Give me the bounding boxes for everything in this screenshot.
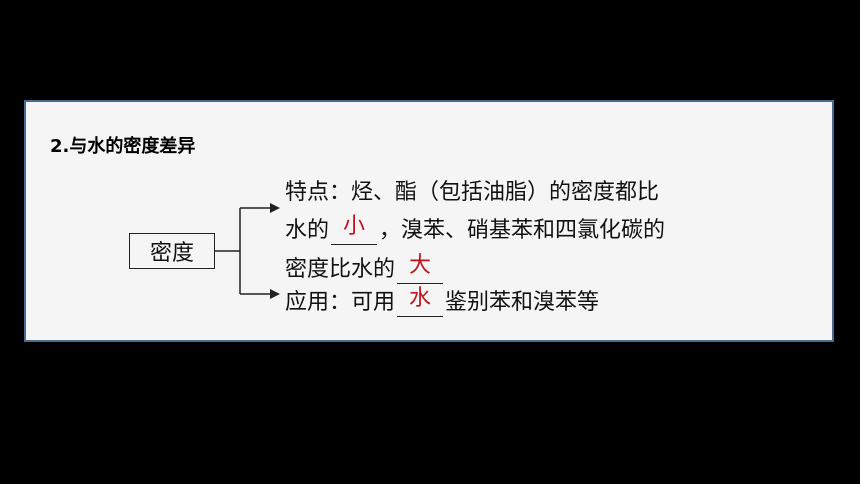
- feature-line-3: 密度比水的大: [285, 253, 445, 285]
- content-panel: 2.与水的密度差异 密度 特点：烃、酯（包括油脂）的密度都比 水的小 ，溴苯、硝基…: [24, 100, 834, 342]
- feature-line-2-suffix: ，溴苯、硝基苯和四氯化碳的: [379, 218, 666, 243]
- arrow-bottom-icon: [270, 289, 280, 299]
- density-box: 密度: [129, 233, 215, 269]
- answer-small: 小: [343, 214, 366, 239]
- section-heading: 2.与水的密度差异: [50, 136, 196, 157]
- answer-blank-small: 小: [331, 214, 378, 245]
- answer-large: 大: [409, 253, 432, 278]
- feature-line-2: 水的小 ，溴苯、硝基苯和四氯化碳的: [285, 214, 666, 246]
- application-suffix: 鉴别苯和溴苯等: [445, 290, 600, 315]
- answer-water: 水: [409, 286, 432, 311]
- arrow-top-icon: [270, 203, 280, 213]
- feature-line-2-prefix: 水的: [285, 218, 330, 243]
- application-line: 应用：可用水鉴别苯和溴苯等: [285, 286, 600, 318]
- application-prefix: 应用：可用: [285, 290, 396, 315]
- feature-line-3-prefix: 密度比水的: [285, 257, 396, 282]
- answer-blank-large: 大: [397, 253, 444, 284]
- answer-blank-water: 水: [397, 286, 444, 317]
- feature-line-1: 特点：烃、酯（包括油脂）的密度都比: [285, 180, 660, 205]
